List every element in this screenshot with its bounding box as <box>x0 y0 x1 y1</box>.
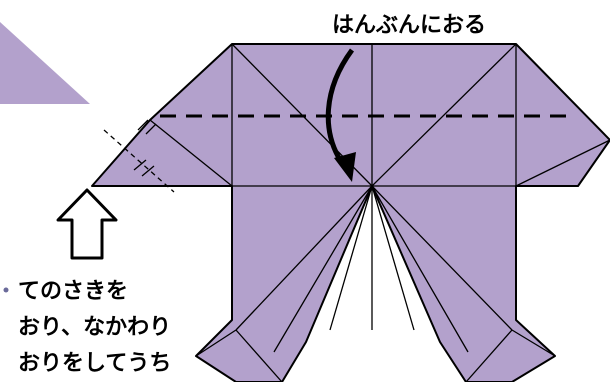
tick-marks <box>103 119 175 193</box>
hollow-up-arrow-icon <box>56 188 118 260</box>
small-mark-icon <box>3 287 9 293</box>
side-label-line-2: おり、なかわり <box>18 315 171 340</box>
side-label-line-3: おりをしてうち <box>18 351 171 376</box>
crease-lines <box>149 43 610 382</box>
top-label: はんぶんにおる <box>332 13 486 38</box>
fold-curved-arrow <box>325 48 355 168</box>
side-label-line-1: てのさきを <box>18 279 128 304</box>
fold-arrow-head-icon <box>334 152 356 182</box>
cropped-triangle-top-left <box>0 22 90 104</box>
